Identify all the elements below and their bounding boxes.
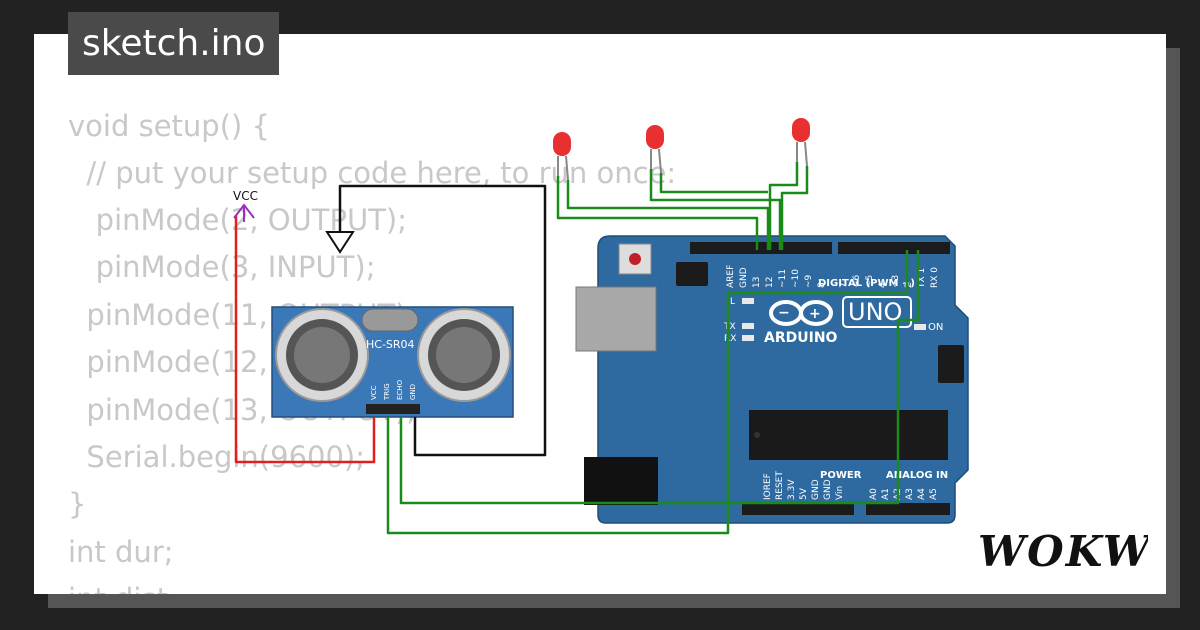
digital-label: DIGITAL (PWM ~) xyxy=(818,278,915,289)
sensor-crystal xyxy=(361,308,419,332)
chip-notch xyxy=(754,432,760,438)
brand-label: ARDUINO xyxy=(764,330,838,346)
pin-label: 12 xyxy=(765,277,775,288)
wokwi-logo[interactable]: WOKWi xyxy=(978,520,1148,580)
pin-label: A5 xyxy=(929,488,939,500)
pin-label: ~6 xyxy=(852,274,862,288)
arduino-uno-board[interactable]: − + xyxy=(575,235,969,524)
pin-label: RESET xyxy=(775,471,785,500)
pin-label: GND xyxy=(823,479,833,500)
file-tab[interactable]: sketch.ino xyxy=(68,12,280,75)
led-label-tx: TX xyxy=(723,322,736,332)
reset-button-cap xyxy=(629,253,641,265)
led-l-icon xyxy=(742,298,754,304)
usb-port xyxy=(575,286,657,352)
wire-led3-signal[interactable] xyxy=(780,166,809,250)
sensor-pin-header xyxy=(366,404,420,414)
pin-label: 8 xyxy=(817,282,827,288)
pin-label: A4 xyxy=(917,488,927,500)
sensor-pin-echo: ECHO xyxy=(396,379,404,400)
vcc-label: VCC xyxy=(233,189,258,203)
ground-symbol-icon[interactable] xyxy=(325,231,355,254)
code-line: } xyxy=(68,487,87,521)
logo-minus: − xyxy=(778,305,790,321)
pin-label: 4 xyxy=(878,282,888,288)
pin-label: 7 xyxy=(839,282,849,288)
pin-label: GND xyxy=(739,267,749,288)
led-red-3[interactable] xyxy=(792,118,810,167)
wire-led3-gnd[interactable] xyxy=(768,162,799,250)
digital-header-right xyxy=(838,242,950,254)
wire-echo[interactable] xyxy=(399,250,920,505)
digital-header-left xyxy=(690,242,832,254)
led-label-rx: RX xyxy=(724,334,736,344)
led-red-1[interactable] xyxy=(553,132,571,181)
wire-led1-gnd[interactable] xyxy=(556,176,759,250)
code-line: int dist; xyxy=(68,582,178,594)
sensor-pin-gnd: GND xyxy=(409,384,417,400)
analog-header xyxy=(866,503,950,515)
icsp-header xyxy=(676,262,708,286)
code-line: pinMode(2, OUTPUT); xyxy=(68,203,407,237)
on-label: ON xyxy=(928,322,943,333)
code-background: void setup() { // put your setup code he… xyxy=(34,34,1166,594)
pin-label: Vin xyxy=(835,486,845,500)
led-rx-icon xyxy=(742,335,754,341)
icsp-header-right xyxy=(938,345,964,383)
pin-label: 13 xyxy=(752,277,762,288)
wire-vcc[interactable] xyxy=(234,215,376,464)
vcc-arrow-icon[interactable] xyxy=(233,203,255,222)
pin-label: ~5 xyxy=(865,275,875,288)
pin-label: ~9 xyxy=(804,274,814,288)
wire-led2-signal[interactable] xyxy=(659,173,768,194)
pin-label: TX 1 xyxy=(917,268,927,289)
code-line: pinMode(3, INPUT); xyxy=(68,250,376,284)
wire-trig[interactable] xyxy=(386,250,909,535)
sensor-pin-vcc: VCC xyxy=(370,385,378,400)
led-label-l: L xyxy=(730,297,735,307)
pin-label: 3.3V xyxy=(787,479,797,500)
pin-label: RX 0 xyxy=(930,267,940,288)
pin-label: 2 xyxy=(904,282,914,288)
uno-badge xyxy=(842,296,912,328)
wire-led1-signal[interactable] xyxy=(566,180,770,250)
led-tx-icon xyxy=(742,323,754,329)
pin-label: A0 xyxy=(869,488,879,500)
power-jack xyxy=(584,457,658,505)
pin-label: IOREF xyxy=(763,473,773,500)
code-line: void setup() { xyxy=(68,109,270,143)
pin-label: ~11 xyxy=(778,269,788,288)
pin-label: A3 xyxy=(905,488,915,500)
arduino-logo-icon xyxy=(769,300,833,326)
sensor-transducer-right xyxy=(417,308,511,402)
hc-sr04-sensor[interactable] xyxy=(271,306,514,418)
pin-label: GND xyxy=(811,479,821,500)
sensor-pin-labels: VCC TRIG ECHO GND xyxy=(370,379,417,401)
sensor-transducer-left xyxy=(275,308,369,402)
logo-plus: + xyxy=(809,306,821,322)
code-line: Serial.begin(9600); xyxy=(68,440,366,474)
model-label: UNO xyxy=(848,298,902,326)
atmega-chip xyxy=(749,410,948,460)
wire-led2-gnd[interactable] xyxy=(649,169,782,250)
pin-label: ~3 xyxy=(891,275,901,288)
pin-label: AREF xyxy=(726,265,736,288)
wire-gnd[interactable] xyxy=(338,184,547,457)
code-line: int dur; xyxy=(68,535,174,569)
pin-label: ~10 xyxy=(791,269,801,288)
led-red-2[interactable] xyxy=(646,125,664,174)
power-label: POWER xyxy=(820,470,862,481)
pin-label: 5V xyxy=(799,487,809,500)
analog-label: ANALOG IN xyxy=(886,470,948,481)
led-on-icon xyxy=(914,324,926,330)
code-line: // put your setup code here, to run once… xyxy=(68,156,677,190)
sensor-name: HC-SR04 xyxy=(366,338,415,351)
wokwi-logo-text: WOKWi xyxy=(978,527,1148,576)
power-header xyxy=(742,503,854,515)
sensor-pin-trig: TRIG xyxy=(383,383,391,401)
pin-label: A1 xyxy=(881,488,891,500)
